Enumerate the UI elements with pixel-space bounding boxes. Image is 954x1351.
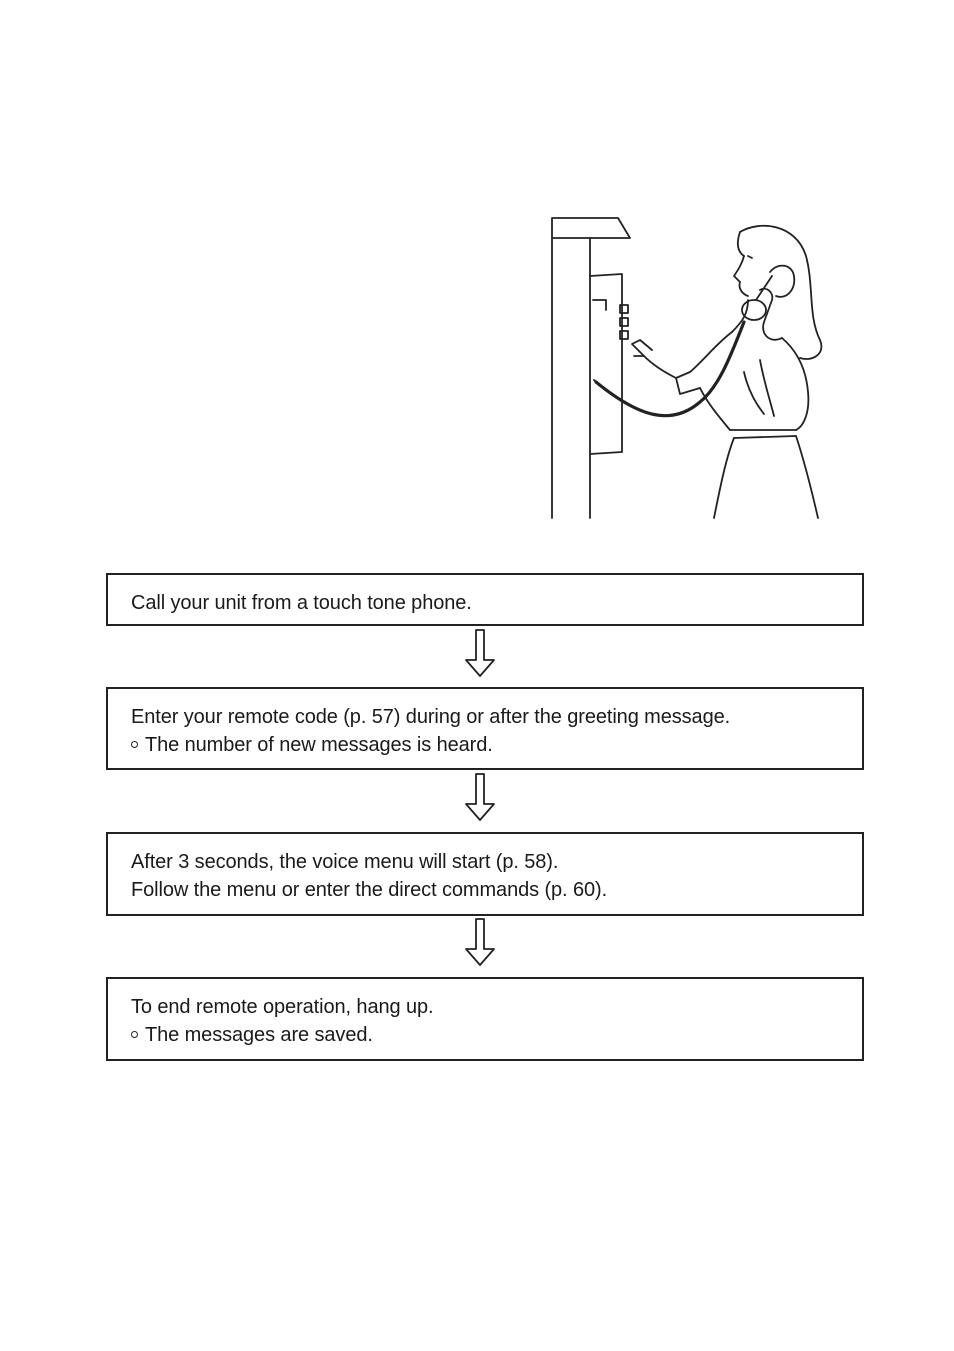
step-4-line-1: To end remote operation, hang up.	[131, 996, 434, 1018]
step-4-bullet-1: The messages are saved.	[131, 1021, 840, 1049]
step-2-bullet-1: The number of new messages is heard.	[131, 731, 840, 759]
down-arrow-icon	[465, 773, 495, 821]
down-arrow-icon	[465, 629, 495, 677]
step-4-box: To end remote operation, hang up. The me…	[106, 977, 864, 1061]
step-2-box: Enter your remote code (p. 57) during or…	[106, 687, 864, 770]
step-1-box: Call your unit from a touch tone phone.	[106, 573, 864, 626]
step-3-line-1: After 3 seconds, the voice menu will sta…	[131, 851, 559, 873]
woman-on-payphone-illustration	[551, 217, 823, 519]
step-3-box: After 3 seconds, the voice menu will sta…	[106, 832, 864, 916]
step-2-line-1: Enter your remote code (p. 57) during or…	[131, 706, 731, 728]
step-1-line-1: Call your unit from a touch tone phone.	[131, 592, 472, 614]
down-arrow-icon	[465, 918, 495, 966]
step-3-line-2: Follow the menu or enter the direct comm…	[131, 879, 608, 901]
